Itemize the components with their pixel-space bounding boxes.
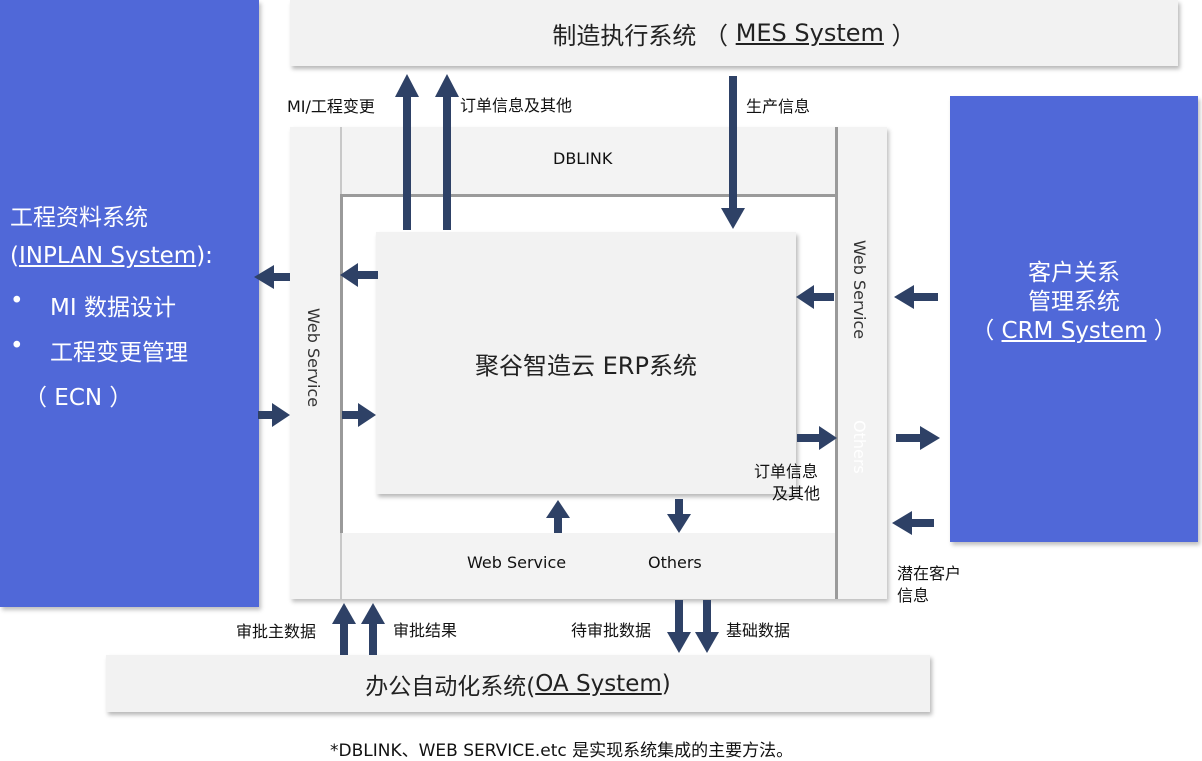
arrow-up-approve-result: [361, 603, 385, 655]
arrow-up-approve-master: [332, 603, 356, 655]
label-pending-approval: 待审批数据: [571, 621, 652, 640]
crm-name-line: （ CRM System ）: [950, 317, 1198, 346]
arrow-right-out-erp: [797, 426, 837, 450]
crm-suffix: ）: [1146, 318, 1177, 344]
crm-system-box: 客户关系 管理系统 （ CRM System ）: [950, 96, 1198, 542]
mes-suffix: ）: [883, 21, 916, 50]
inplan-system-name: INPLAN System: [18, 243, 197, 269]
label-potential-customer-1: 潜在客户: [897, 564, 962, 583]
arrow-left-from-erp: [340, 263, 378, 287]
footnote: *DBLINK、WEB SERVICE.etc 是实现系统集成的主要方法。: [330, 741, 794, 761]
label-mi-change: MI/工程变更: [287, 97, 375, 116]
crm-line-2: 管理系统: [1028, 289, 1120, 315]
label-basic-data: 基础数据: [726, 621, 791, 640]
arrow-up-bottom-ws: [546, 500, 570, 533]
frame-divider-top: [340, 127, 342, 194]
inplan-bullet-dot-2: •: [10, 333, 24, 359]
label-approve-master: 审批主数据: [236, 622, 317, 641]
arrow-down-production-info: [721, 76, 745, 229]
inplan-bullet-2: 工程变更管理: [50, 340, 188, 366]
inplan-system-box: 工程资料系统 (INPLAN System): • MI 数据设计 • 工程变更…: [0, 0, 259, 607]
arrow-left-potential-customer: [892, 511, 934, 535]
mes-system-box: 制造执行系统 （ MES System ）: [290, 0, 1178, 66]
inplan-ecn: （ ECN ）: [24, 385, 133, 411]
mes-system-name: MES System: [735, 19, 884, 47]
arrow-up-order-info-top: [435, 74, 459, 230]
right-others-label: Others: [850, 420, 869, 474]
inplan-title: 工程资料系统: [10, 205, 148, 231]
left-web-service-label: Web Service: [304, 308, 323, 408]
inplan-paren-close: ):: [196, 243, 213, 269]
arrow-right-from-inplan: [258, 403, 290, 427]
right-web-service-label: Web Service: [850, 240, 869, 340]
erp-title: 聚谷智造云 ERP系统: [475, 351, 697, 380]
frame-divider-right: [835, 127, 838, 599]
mes-prefix: 制造执行系统 （: [552, 21, 736, 50]
label-order-info-right-1: 订单信息: [754, 462, 819, 481]
arrow-up-mi-change: [395, 74, 419, 230]
crm-prefix: （: [971, 318, 1002, 344]
erp-core-box: 聚谷智造云 ERP系统: [376, 232, 796, 494]
arrow-down-bottom-others: [667, 499, 691, 533]
label-potential-customer-2: 信息: [897, 586, 930, 605]
arrow-left-into-erp-right: [796, 285, 834, 309]
arrow-left-from-crm: [894, 285, 938, 309]
oa-system-box: 办公自动化系统(OA System): [106, 655, 930, 712]
arrow-down-pending-approval: [667, 600, 691, 653]
inplan-bullet-1: MI 数据设计: [50, 295, 176, 321]
oa-prefix: 办公自动化系统(: [365, 673, 536, 700]
inplan-name-line: (INPLAN System):: [10, 243, 213, 269]
oa-suffix: ): [661, 670, 671, 697]
crm-line-1: 客户关系: [1028, 260, 1120, 286]
bottom-web-service-label: Web Service: [467, 553, 567, 572]
label-order-info-top: 订单信息及其他: [460, 96, 573, 115]
label-order-info-right-2: 及其他: [772, 484, 821, 503]
crm-system-name: CRM System: [1001, 318, 1147, 344]
label-approve-result: 审批结果: [393, 621, 458, 640]
arrow-right-to-erp: [342, 403, 376, 427]
label-production-info: 生产信息: [746, 97, 811, 116]
inplan-bullet-dot-1: •: [10, 288, 24, 314]
inplan-paren-open: (: [10, 243, 19, 269]
arrow-right-to-crm: [896, 426, 940, 450]
arrow-down-basic-data: [695, 600, 719, 653]
dblink-label: DBLINK: [553, 149, 613, 168]
bottom-others-label: Others: [648, 553, 702, 572]
oa-system-name: OA System: [535, 670, 662, 697]
frame-divider-bottom: [340, 533, 342, 599]
arrow-left-to-inplan: [254, 265, 290, 289]
